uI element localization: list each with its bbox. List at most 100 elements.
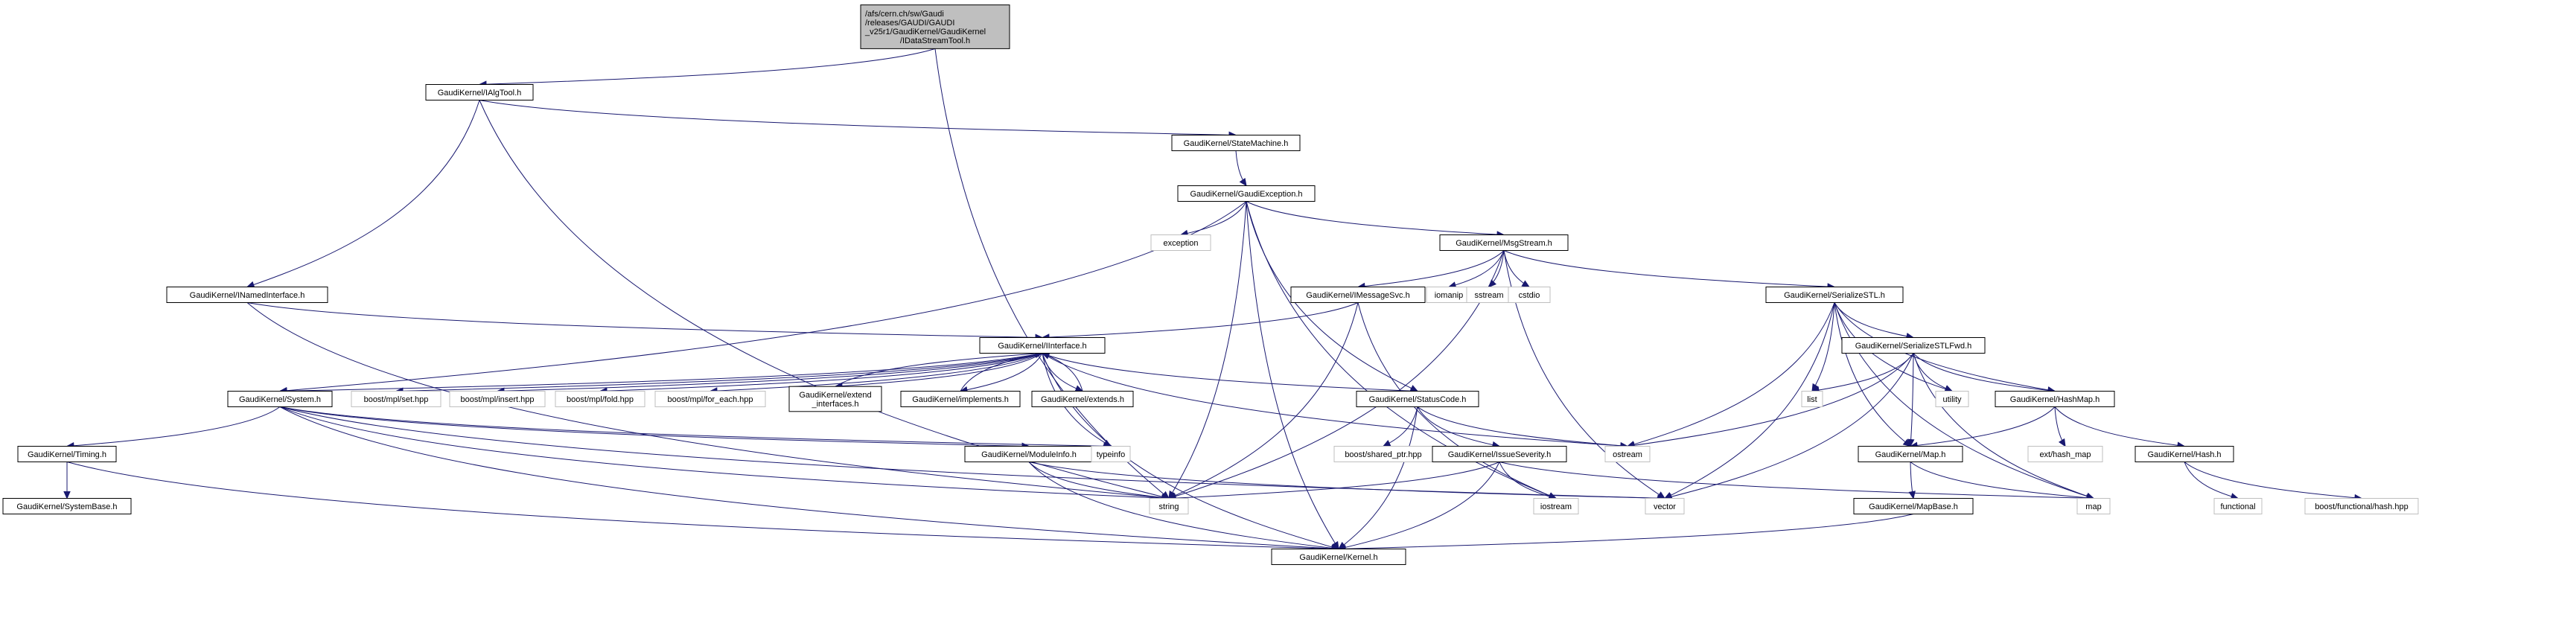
edge-line (1664, 353, 1914, 499)
node-box (2, 498, 132, 514)
node-label: GaudiKernel/HashMap.h (2010, 395, 2100, 404)
node-MapBase[interactable]: GaudiKernel/MapBase.h (1853, 498, 1974, 514)
node-box (1171, 135, 1301, 151)
edge-line (246, 100, 480, 287)
edge-MsgStream-to-iomanip (1447, 250, 1505, 289)
node-hash_map: ext/hash_map (2027, 446, 2103, 462)
node-Hash[interactable]: GaudiKernel/Hash.h (2135, 446, 2234, 462)
node-label: _interfaces.h (812, 400, 859, 409)
edge-line (1627, 353, 1914, 447)
node-map: map (2076, 498, 2111, 514)
node-box (1995, 391, 2115, 407)
edge-SerializeSTL-to-ostream (1626, 302, 1835, 448)
node-SerializeSTLFwd[interactable]: GaudiKernel/SerializeSTLFwd.h (1841, 337, 1986, 354)
node-System[interactable]: GaudiKernel/System.h (227, 391, 333, 407)
node-IAlgTool[interactable]: GaudiKernel/IAlgTool.h (425, 84, 534, 100)
edge-line (1168, 201, 1247, 499)
node-SerializeSTL[interactable]: GaudiKernel/SerializeSTL.h (1765, 287, 1904, 303)
node-IMessageSvc[interactable]: GaudiKernel/IMessageSvc.h (1290, 287, 1426, 303)
edge-line (1499, 462, 2094, 499)
node-label: boost/shared_ptr.hpp (1345, 450, 1421, 459)
arrowhead-icon (1902, 438, 1911, 447)
edge-HashMap-to-Hash (2054, 406, 2186, 449)
node-implements[interactable]: GaudiKernel/implements.h (900, 391, 1021, 407)
edge-line (1357, 302, 1557, 499)
node-HashMap[interactable]: GaudiKernel/HashMap.h (1995, 391, 2115, 407)
node-label: GaudiKernel/IMessageSvc.h (1306, 291, 1409, 300)
edge-line (1913, 353, 2056, 392)
edge-SerializeSTLFwd-to-ostream (1626, 353, 1914, 449)
node-extend_interfaces[interactable]: GaudiKernel/extend_interfaces.h (788, 386, 882, 412)
arrowhead-icon (2058, 438, 2066, 447)
node-ModuleInfo[interactable]: GaudiKernel/ModuleInfo.h (964, 446, 1094, 462)
node-StateMachine[interactable]: GaudiKernel/StateMachine.h (1171, 135, 1301, 151)
arrowhead-icon (1944, 385, 1954, 392)
edge-line (479, 100, 1237, 135)
node-box (1356, 391, 1479, 407)
node-utility: utility (1935, 391, 1969, 407)
edge-line (1028, 462, 1170, 499)
edge-line (279, 201, 1247, 392)
node-box (1091, 446, 1131, 462)
node-label: exception (1163, 239, 1198, 248)
node-label: GaudiKernel/Kernel.h (1299, 553, 1377, 562)
edge-line (934, 48, 1170, 499)
node-IssueSeverity[interactable]: GaudiKernel/IssueSeverity.h (1432, 446, 1567, 462)
edge-Timing-to-Kernel (66, 462, 1340, 552)
node-label: utility (1942, 395, 1962, 404)
node-GaudiException[interactable]: GaudiKernel/GaudiException.h (1177, 185, 1316, 202)
edge-GaudiException-to-exception (1179, 201, 1247, 237)
node-functional: functional (2213, 498, 2263, 514)
node-label: GaudiKernel/IAlgTool.h (438, 89, 522, 98)
edge-line (1042, 353, 1628, 447)
edge-line (279, 406, 1170, 499)
node-StatusCode[interactable]: GaudiKernel/StatusCode.h (1356, 391, 1479, 407)
edge-line (1042, 353, 1112, 447)
node-box (1604, 446, 1651, 462)
edge-line (1028, 462, 1339, 549)
node-string: string (1149, 498, 1189, 514)
node-box (1150, 234, 1211, 251)
edge-Hash-to-boosthash (2184, 462, 2363, 502)
edge-SerializeSTLFwd-to-map (1913, 353, 2095, 499)
edge-line (479, 100, 1170, 499)
node-label: GaudiKernel/GaudiException.h (1190, 190, 1302, 199)
node-MsgStream[interactable]: GaudiKernel/MsgStream.h (1439, 234, 1569, 251)
node-extends[interactable]: GaudiKernel/extends.h (1031, 391, 1134, 407)
arrowhead-icon (1382, 440, 1391, 447)
edge-StatusCode-to-IssueSeverity (1417, 406, 1501, 449)
node-Timing[interactable]: GaudiKernel/Timing.h (17, 446, 117, 462)
node-label: GaudiKernel/implements.h (912, 395, 1009, 404)
node-IInterface[interactable]: GaudiKernel/IInterface.h (979, 337, 1106, 354)
node-INamedInterface[interactable]: GaudiKernel/INamedInterface.h (166, 287, 328, 303)
edge-MapBase-to-Kernel (1337, 514, 1914, 553)
edge-line (1834, 302, 2056, 392)
edge-line (710, 353, 1043, 392)
node-box (2304, 498, 2419, 514)
edge-MsgStream-to-cstdio (1503, 250, 1531, 288)
node-Kernel[interactable]: GaudiKernel/Kernel.h (1271, 549, 1406, 565)
node-SystemBase[interactable]: GaudiKernel/SystemBase.h (2, 498, 132, 514)
node-label: iostream (1540, 502, 1572, 511)
edge-line (2054, 406, 2185, 447)
edge-line (1913, 353, 2094, 499)
edge-line (1357, 250, 1505, 287)
node-root[interactable]: /afs/cern.ch/sw/Gaudi/releases/GAUDI/GAU… (860, 4, 1010, 49)
edge-line (1664, 302, 1835, 499)
edge-Map-to-MapBase (1908, 462, 1916, 499)
edges-layer (63, 48, 2363, 553)
node-box (900, 391, 1021, 407)
edge-line (395, 353, 1043, 392)
node-Map[interactable]: GaudiKernel/Map.h (1858, 446, 1963, 462)
edge-line (1834, 302, 1911, 447)
node-label: functional (2220, 502, 2255, 511)
node-label: GaudiKernel/IInterface.h (998, 342, 1086, 351)
node-box (1841, 337, 1986, 354)
edge-line (66, 462, 1339, 549)
edge-line (246, 302, 1043, 338)
edge-INamedInterface-to-IInterface (246, 302, 1044, 342)
edge-line (497, 353, 1043, 392)
nodes-layer: /afs/cern.ch/sw/Gaudi/releases/GAUDI/GAU… (2, 4, 2419, 565)
node-iostream: iostream (1533, 498, 1579, 514)
node-box (1935, 391, 1969, 407)
